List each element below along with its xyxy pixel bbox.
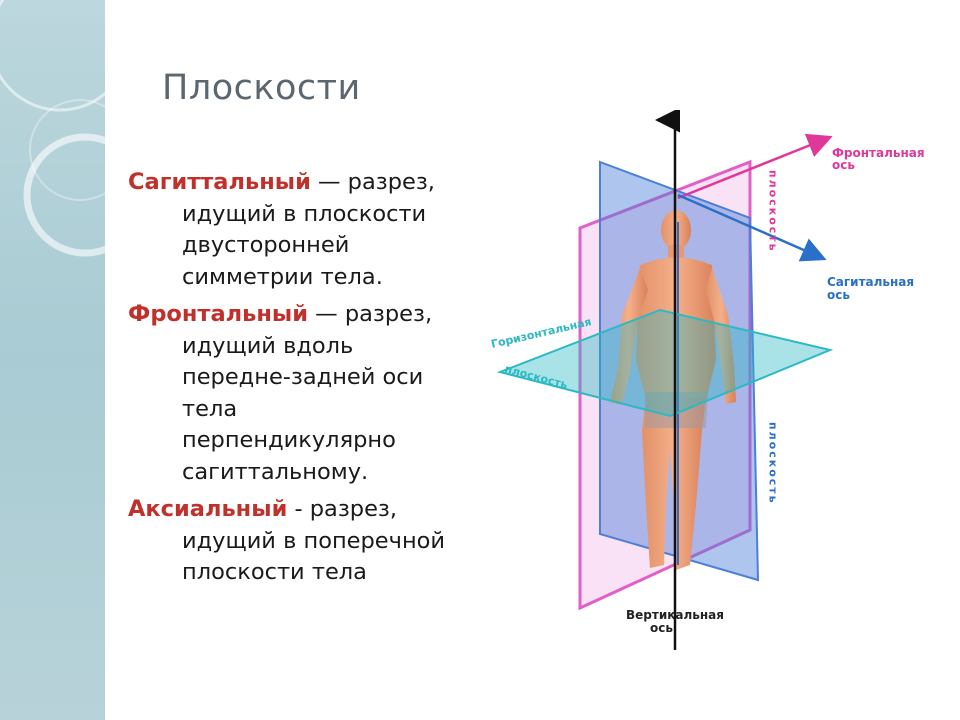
definition-sagittal-first-line: — разрез, [310,169,435,195]
definitions-list: Сагиттальный — разрез, идущий в плоскост… [128,167,508,595]
sagittal-axis-label: Сагитальная [827,275,914,289]
definition-frontal-line: перпендикулярно [182,427,396,453]
sagittal-axis [677,193,827,262]
definition-frontal: Фронтальный — разрез, идущий вдоль перед… [128,299,508,488]
definition-frontal-line: идущий вдоль [182,332,354,359]
frontal-plane-label: плоскость [767,170,780,253]
definition-frontal-line: тела [182,395,238,422]
definition-axial: Аксиальный - разрез, идущий в поперечной… [128,494,508,589]
definition-sagittal-line: симметрии тела. [182,263,383,290]
definition-axial-first-line: - разрез, [287,496,398,522]
anatomical-planes-figure: Фронтальная ось Сагитальная ось Вертикал… [490,110,925,650]
sidebar-circles-decoration [0,0,105,257]
definition-sagittal: Сагиттальный — разрез, идущий в плоскост… [128,167,508,293]
frontal-axis-label: Фронтальная [832,146,925,160]
sagittal-plane-label: плоскость [767,422,780,505]
vertical-axis-label: Вертикальная [626,608,724,622]
definition-sagittal-line: идущий в плоскости [182,200,427,227]
sagittal-axis-label-2: ось [827,288,850,302]
definition-frontal-line: сагиттальному. [182,458,369,485]
term-frontal: Фронтальный [128,301,309,327]
horizontal-plane [496,308,834,418]
definition-axial-line: идущий в поперечной [182,527,446,554]
term-sagittal: Сагиттальный [128,169,311,195]
slide-title: Плоскости [162,68,361,108]
term-axial: Аксиальный [128,496,288,522]
definition-axial-line: плоскости тела [182,559,367,585]
frontal-axis-label-2: ось [832,158,855,172]
decorative-sidebar [0,0,105,720]
frontal-axis [677,133,833,200]
definition-frontal-line: передне-задней оси [182,364,424,390]
definition-sagittal-line: двусторонней [182,232,350,258]
vertical-axis-label-2: ось [650,621,673,635]
definition-frontal-first-line: — разрез, [308,301,433,327]
